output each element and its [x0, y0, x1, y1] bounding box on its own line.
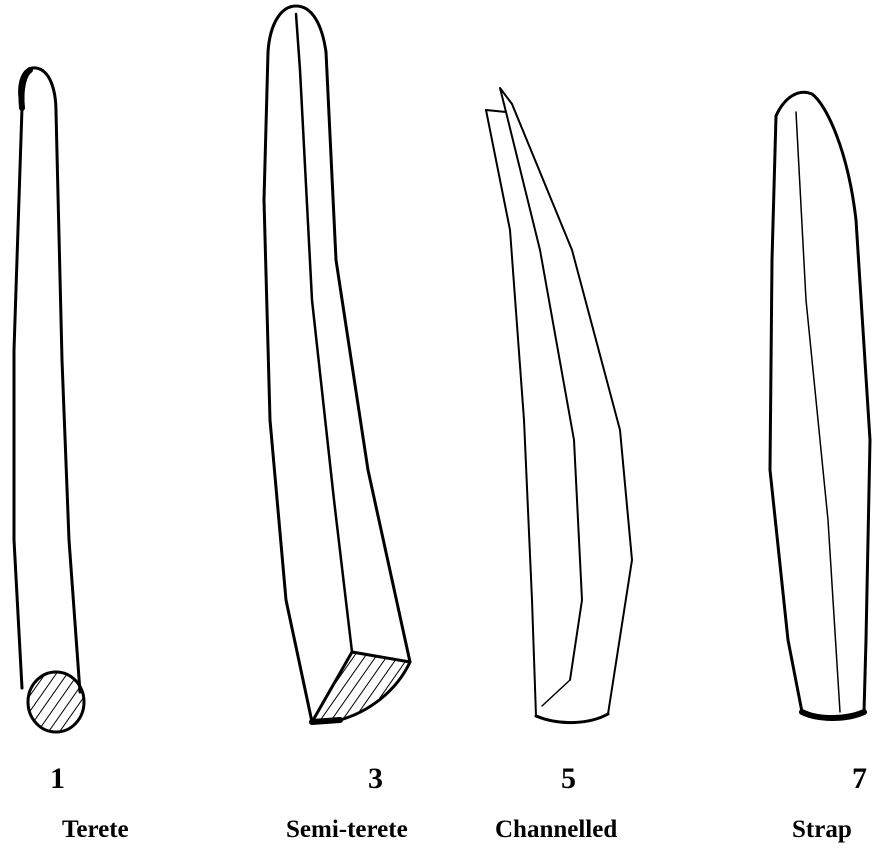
terete-leaf-drawing	[14, 68, 84, 732]
leaf-name-channelled: Channelled	[495, 816, 617, 844]
terete-cross-section	[28, 672, 84, 732]
leaf-number-7: 7	[852, 762, 867, 796]
leaf-name-terete: Terete	[62, 816, 129, 844]
leaf-number-3: 3	[368, 762, 383, 796]
channelled-leaf-drawing	[486, 88, 632, 723]
semi-terete-cross-section	[312, 652, 410, 722]
strap-leaf-drawing	[770, 92, 870, 718]
leaf-number-1: 1	[50, 762, 65, 796]
leaf-name-semi-terete: Semi-terete	[286, 816, 408, 844]
semi-terete-leaf-drawing	[264, 6, 410, 722]
leaf-number-5: 5	[561, 762, 576, 796]
leaf-name-strap: Strap	[792, 816, 852, 844]
